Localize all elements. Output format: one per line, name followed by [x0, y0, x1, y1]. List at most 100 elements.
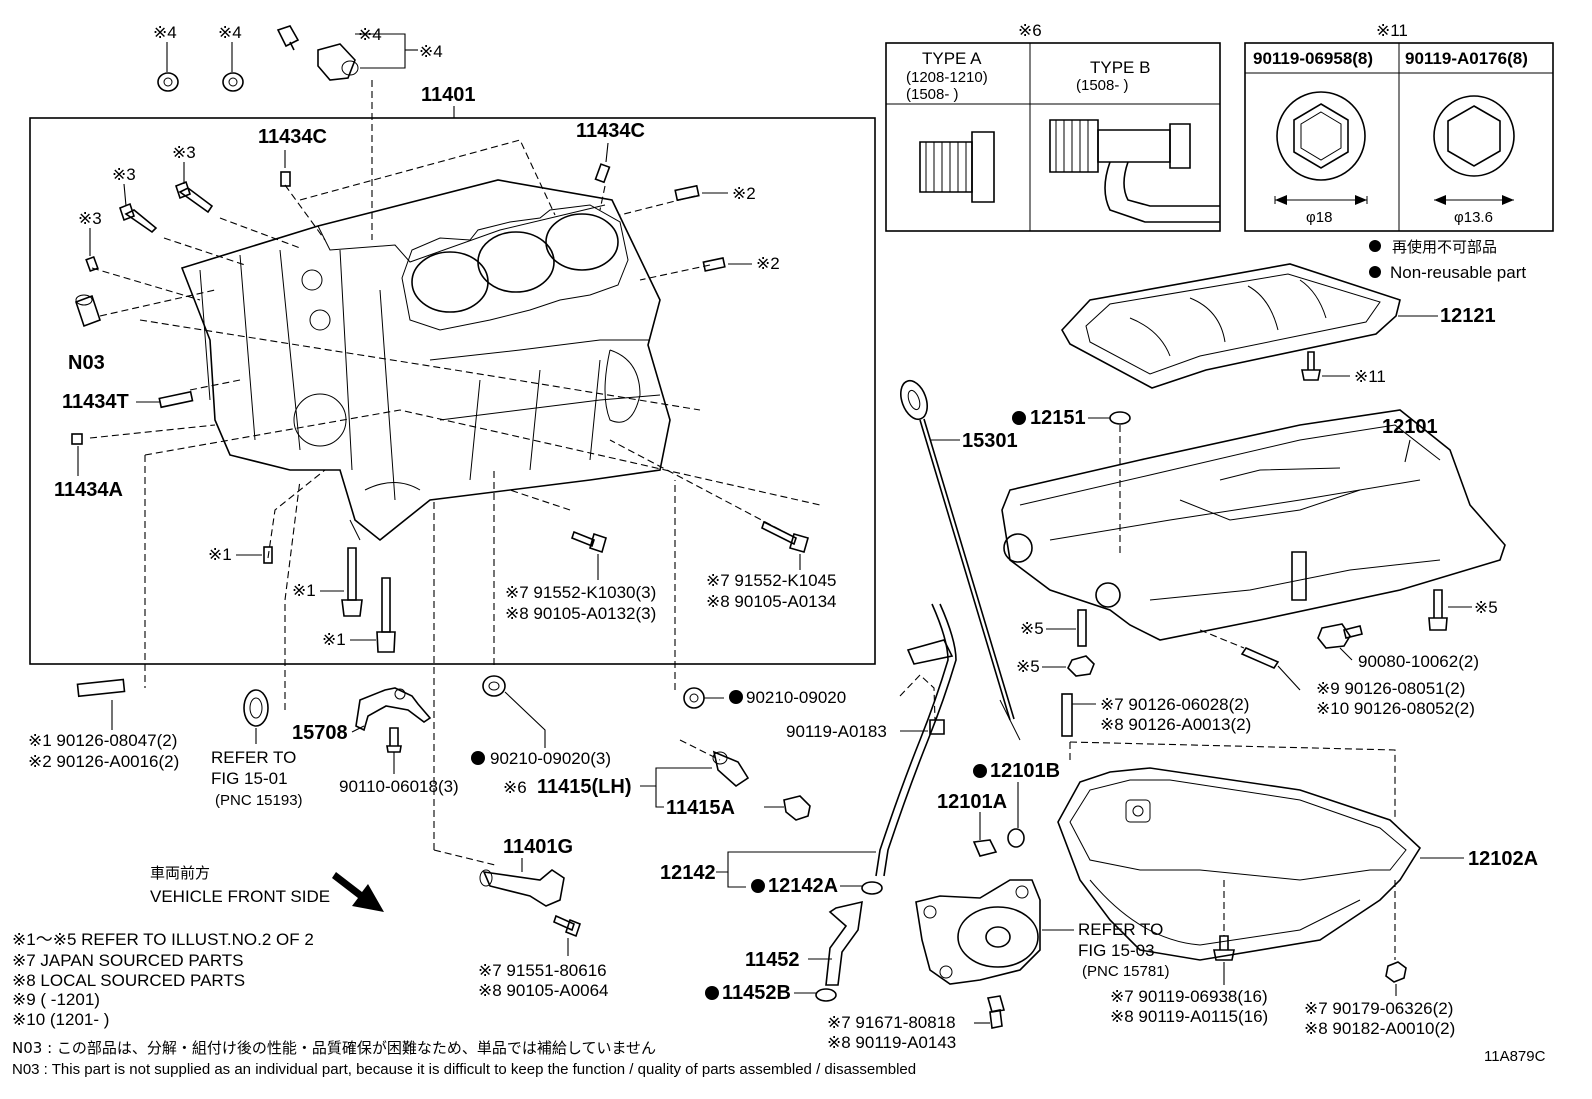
bolt-90080-10062[interactable] — [1317, 623, 1363, 649]
oil-pan-lower-12102a[interactable] — [1057, 767, 1422, 961]
mark-3a: ※3 — [172, 143, 196, 162]
bolt-head-90119-a0176[interactable] — [1433, 95, 1515, 177]
sensor-11401g[interactable] — [479, 869, 565, 907]
plug-n03[interactable] — [74, 294, 102, 328]
bolt-5c[interactable] — [1428, 589, 1448, 631]
cylinder-block-drawing[interactable] — [180, 179, 671, 542]
callout-90126-06028-line1: ※7 90126-06028(2) — [1100, 695, 1249, 714]
oil-gauge-guide-12142[interactable] — [875, 603, 957, 877]
plug-11434a[interactable] — [71, 433, 83, 445]
washer-4b[interactable] — [222, 72, 244, 92]
bolt-91552-k1030[interactable] — [571, 530, 607, 554]
drain-plug-12101a[interactable] — [972, 839, 998, 857]
part-label-12142a[interactable]: 12142A — [768, 875, 838, 897]
type-b-fitting[interactable] — [1049, 119, 1220, 223]
part-label-15301[interactable]: 15301 — [962, 430, 1018, 452]
seal-90210-09020[interactable] — [683, 687, 705, 709]
part-label-12101b[interactable]: 12101B — [990, 760, 1060, 782]
callout-90126-08051-line2: ※10 90126-08052(2) — [1316, 699, 1475, 718]
mark-5b: ※5 — [1016, 657, 1040, 676]
o-ring-11452b[interactable] — [815, 988, 837, 1002]
callout-90126-08047-line1: ※1 90126-08047(2) — [28, 731, 177, 750]
part-label-90080-10062[interactable]: 90080-10062(2) — [1358, 652, 1479, 671]
bolt-1c[interactable] — [376, 577, 396, 653]
callout-90126-08047-line2: ※2 90126-A0016(2) — [28, 752, 179, 771]
drain-cock-plug-11415a[interactable] — [783, 795, 811, 821]
bolt-11-baffle[interactable] — [1301, 351, 1321, 381]
fitting-4d[interactable] — [317, 43, 359, 81]
part-label-11401[interactable]: 11401 — [421, 84, 476, 106]
tube-11452[interactable] — [825, 900, 863, 986]
refer-1501-line1: REFER TO — [211, 748, 296, 767]
part-label-90110-06018[interactable]: 90110-06018(3) — [339, 777, 459, 796]
pin-1a[interactable] — [263, 546, 273, 564]
part-label-11434a[interactable]: 11434A — [54, 479, 123, 501]
nut-5b[interactable] — [1067, 655, 1095, 677]
bolt-90119-06938[interactable] — [1213, 935, 1235, 961]
baffle-12121[interactable] — [1061, 263, 1401, 389]
seal-90210-09020-3[interactable] — [482, 675, 506, 697]
mark-11-baffle: ※11 — [1354, 367, 1386, 386]
stud-5a[interactable] — [1077, 609, 1087, 647]
washer-4a[interactable] — [157, 72, 179, 92]
type-a-fitting[interactable] — [919, 131, 995, 203]
part-label-11415[interactable]: 11415(LH) — [537, 776, 632, 798]
type-b-range: (1508- ) — [1076, 77, 1129, 94]
bolt-91671-80818[interactable] — [986, 995, 1006, 1029]
bolt-91552-k1045[interactable] — [761, 520, 809, 553]
part-label-12121[interactable]: 12121 — [1440, 305, 1496, 327]
pin-3c[interactable] — [85, 255, 99, 273]
gasket-12101b[interactable] — [1007, 828, 1025, 848]
type-box: TYPE A (1208-1210) (1508- ) TYPE B (1508… — [885, 42, 1221, 232]
part-label-90210-09020-3[interactable]: 90210-09020(3) — [490, 749, 611, 768]
part-label-11434c-1[interactable]: 11434C — [258, 126, 327, 148]
part-label-12151[interactable]: 12151 — [1030, 407, 1086, 429]
part-label-11415a[interactable]: 11415A — [666, 797, 735, 819]
front-label-en: VEHICLE FRONT SIDE — [150, 887, 330, 906]
part-label-11434t[interactable]: 11434T — [62, 391, 129, 413]
mark-1b: ※1 — [292, 581, 316, 600]
oil-pan-upper-12101[interactable] — [1001, 409, 1506, 641]
legend-en: Non-reusable part — [1390, 263, 1526, 282]
pin-11434c-2[interactable] — [594, 163, 611, 184]
bolt-3b[interactable] — [119, 202, 158, 234]
stud-90126-08051[interactable] — [1240, 646, 1280, 670]
bolt-1b[interactable] — [341, 547, 363, 617]
part-label-11452b[interactable]: 11452B — [722, 982, 791, 1004]
part-label-90210-09020[interactable]: 90210-09020 — [746, 688, 846, 707]
bolt-3a[interactable] — [175, 180, 214, 214]
callout-90119-06938-line1: ※7 90119-06938(16) — [1110, 987, 1268, 1006]
oil-gauge-15301[interactable] — [896, 377, 1021, 741]
fitting-4c[interactable] — [276, 25, 300, 51]
gasket-12151[interactable] — [1109, 411, 1131, 425]
part-label-12101[interactable]: 12101 — [1382, 416, 1438, 438]
part-label-12142[interactable]: 12142 — [660, 862, 716, 884]
part-label-90119-a0183[interactable]: 90119-A0183 — [786, 722, 887, 741]
bolt-90110-06018[interactable] — [386, 727, 402, 753]
bolt-90119-a0183[interactable] — [929, 719, 945, 735]
pin-11434c-1[interactable] — [280, 171, 291, 187]
part-label-11452[interactable]: 11452 — [745, 949, 800, 971]
part-label-12101a[interactable]: 12101A — [937, 791, 1007, 813]
stud-90126-08047[interactable] — [76, 678, 126, 698]
callout-91552-k1045-line1: ※7 91552-K1045 — [706, 571, 837, 590]
part-label-11401g[interactable]: 11401G — [503, 836, 573, 858]
bolt-90179-06326[interactable] — [1385, 961, 1407, 983]
drain-cock-11415[interactable] — [712, 750, 750, 788]
o-ring-12142a[interactable] — [861, 881, 883, 895]
bolt-head-90119-06958[interactable] — [1276, 91, 1366, 181]
plug-11434t[interactable] — [158, 390, 194, 409]
stud-90126-06028[interactable] — [1061, 693, 1073, 737]
bolt-91551-80616[interactable] — [553, 914, 581, 938]
pin-2b[interactable] — [702, 257, 726, 272]
mark-5c: ※5 — [1474, 598, 1498, 617]
part-label-11434c-2[interactable]: 11434C — [576, 120, 645, 142]
part-label-n03[interactable]: N03 — [68, 352, 105, 374]
part-label-15708[interactable]: 15708 — [292, 722, 348, 744]
oil-filter-bracket[interactable] — [915, 879, 1041, 985]
front-arrow-icon — [332, 872, 384, 912]
bracket-15708[interactable] — [355, 687, 432, 732]
part-label-12102a[interactable]: 12102A — [1468, 848, 1538, 870]
seal-refer-1501[interactable] — [243, 689, 269, 727]
pin-2a[interactable] — [674, 184, 700, 202]
